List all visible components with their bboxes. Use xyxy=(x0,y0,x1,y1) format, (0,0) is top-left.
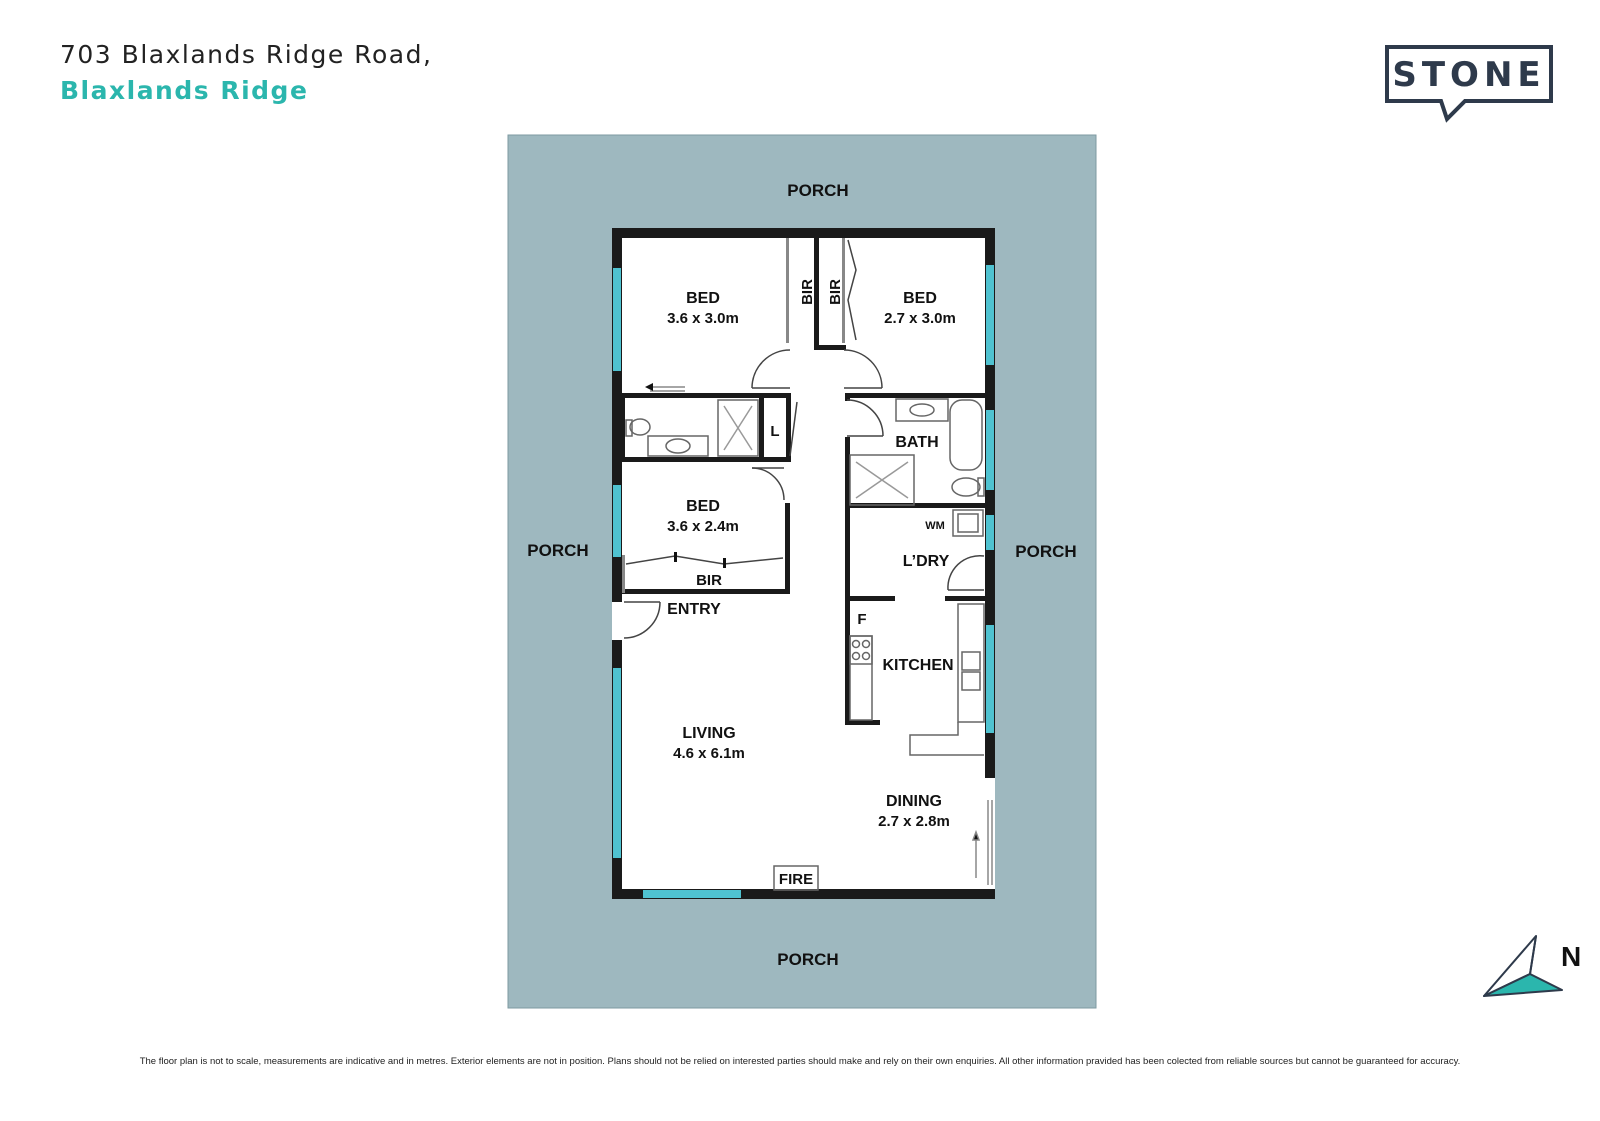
compass-north-label: N xyxy=(1561,941,1581,972)
windows xyxy=(613,265,994,898)
bed2-label: BED xyxy=(903,290,937,307)
bed2-size: 2.7 x 3.0m xyxy=(884,310,956,327)
laundry-label: L’DRY xyxy=(903,553,950,570)
bifold-marks xyxy=(674,552,726,568)
living-label: LIVING xyxy=(682,725,735,742)
bed3-size: 3.6 x 2.4m xyxy=(667,518,739,535)
interior-walls xyxy=(622,238,985,725)
bir-b-label: BIR xyxy=(827,279,844,305)
sliding-door xyxy=(971,800,993,885)
living-size: 4.6 x 6.1m xyxy=(673,745,745,762)
linen-label: L xyxy=(770,423,779,440)
address-line-1: 703 Blaxlands Ridge Road, xyxy=(60,40,433,69)
north-compass: N xyxy=(1483,935,1581,997)
porch-left-label: PORCH xyxy=(527,541,588,560)
fridge-label: F xyxy=(857,611,866,628)
disclaimer-text: The floor plan is not to scale, measurem… xyxy=(139,1056,1461,1067)
stone-logo: STONE xyxy=(1385,45,1553,123)
bed1-size: 3.6 x 3.0m xyxy=(667,310,739,327)
exterior-walls xyxy=(612,228,995,899)
logo-text: STONE xyxy=(1392,55,1545,95)
porch-right-label: PORCH xyxy=(1015,542,1076,561)
kitchen-label: KITCHEN xyxy=(882,657,953,674)
wm-label: WM xyxy=(925,520,945,532)
porch-bottom-label: PORCH xyxy=(777,950,838,969)
bed1-label: BED xyxy=(686,290,720,307)
fixtures xyxy=(625,383,985,891)
bath-label: BATH xyxy=(895,434,938,451)
dining-size: 2.7 x 2.8m xyxy=(878,813,950,830)
entry-label: ENTRY xyxy=(667,601,721,618)
dining-label: DINING xyxy=(886,793,942,810)
bir-a-label: BIR xyxy=(799,279,816,305)
bed3-label: BED xyxy=(686,498,720,515)
address-line-2: Blaxlands Ridge xyxy=(60,76,309,105)
house-floor xyxy=(612,228,995,899)
porch-top-label: PORCH xyxy=(787,181,848,200)
fire-label: FIRE xyxy=(779,871,813,888)
bir-c-label: BIR xyxy=(696,572,722,589)
door-swings xyxy=(623,239,985,639)
